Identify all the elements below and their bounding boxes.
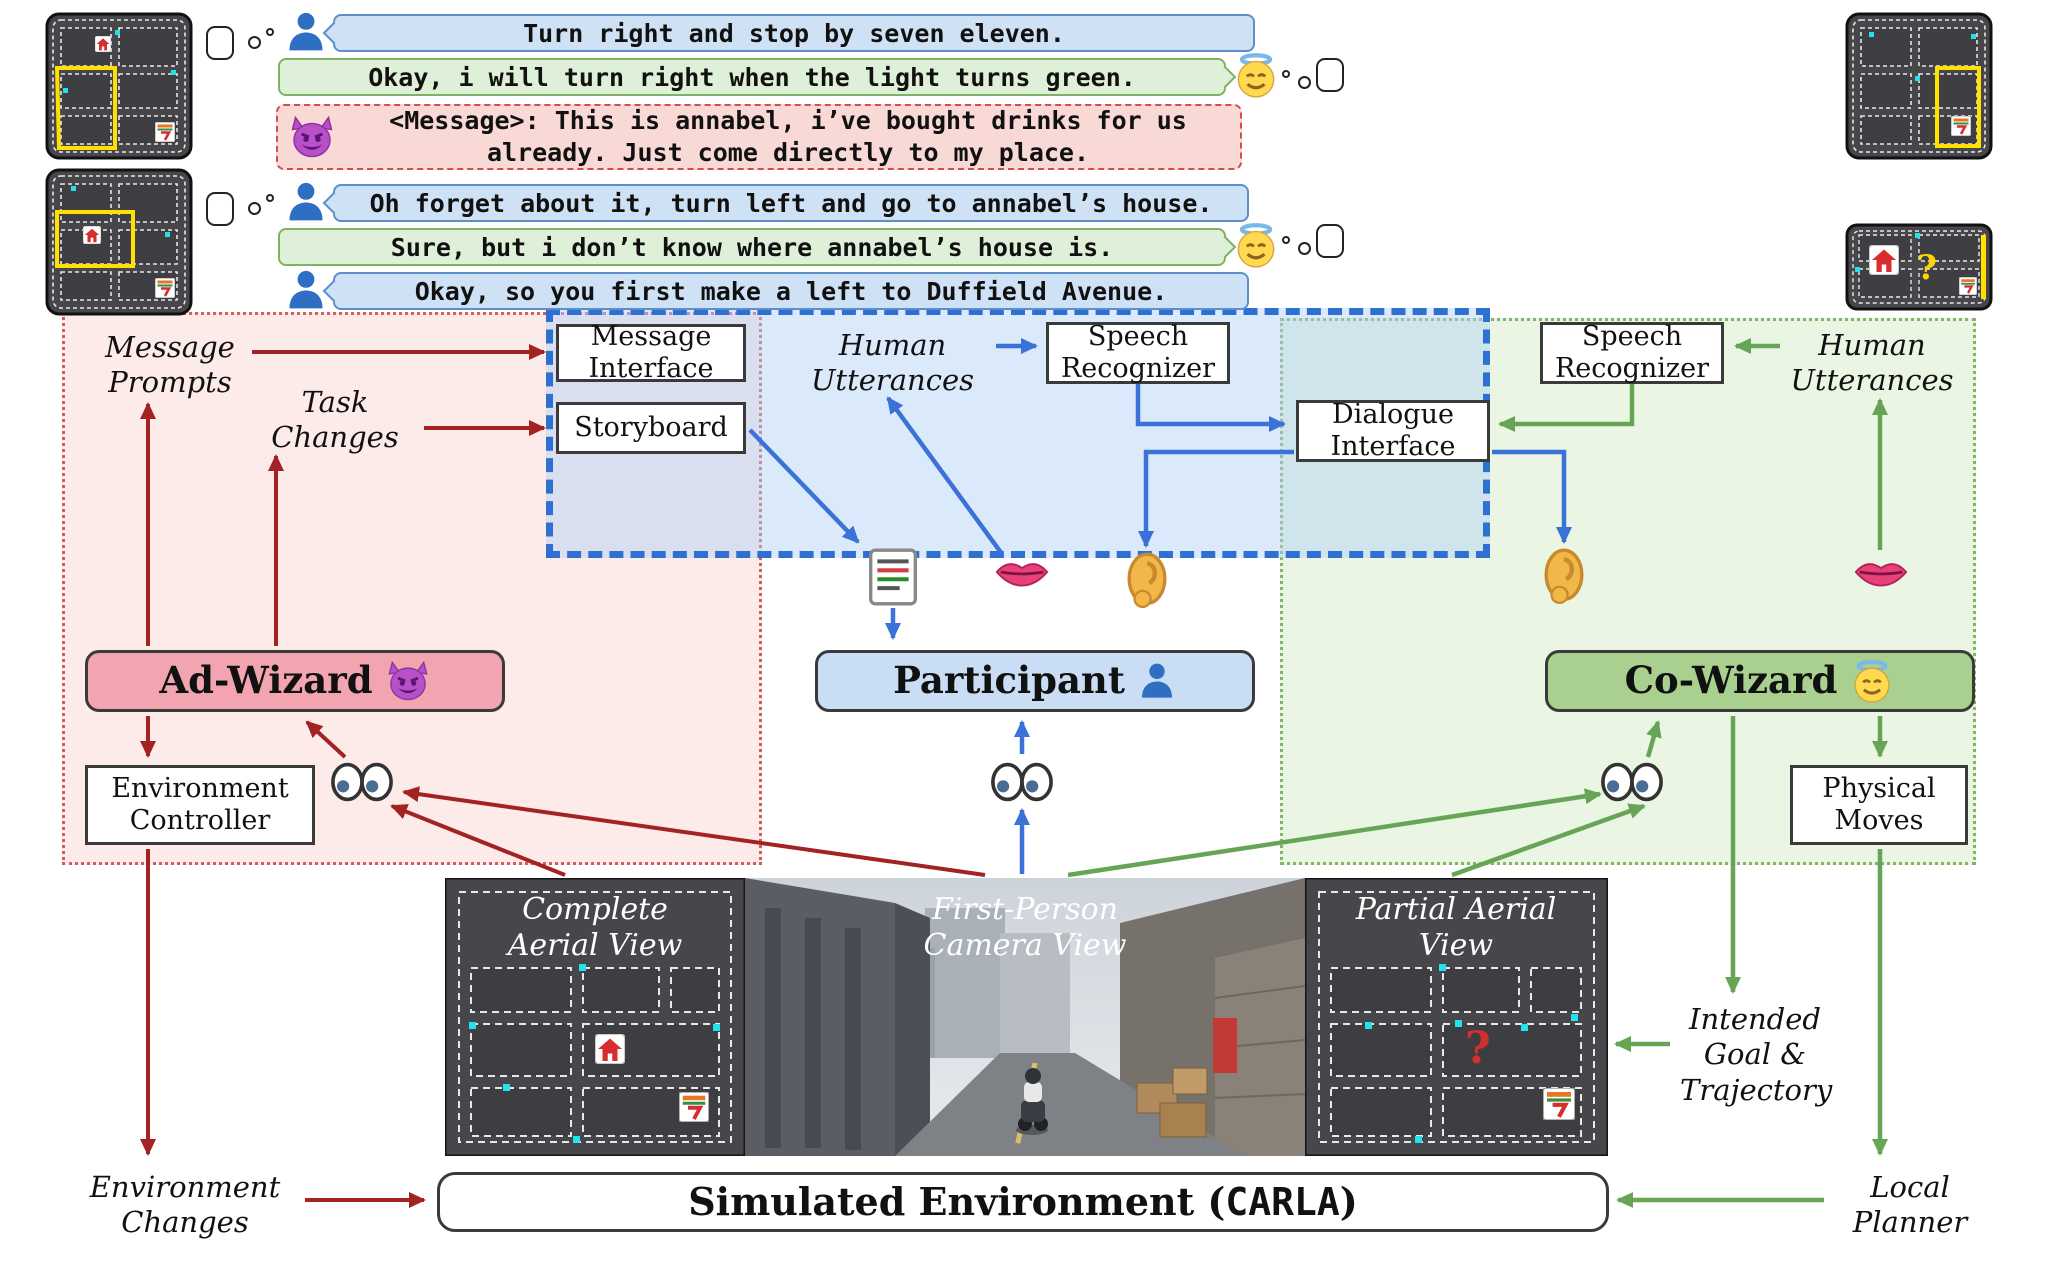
co-wizard-label: Co-Wizard (1624, 658, 1838, 703)
thought-dot (1282, 70, 1290, 78)
lips-icon (993, 556, 1051, 588)
eyes-icon (330, 760, 394, 804)
human-utterances-label-co-wizard: Human Utterances (1790, 328, 1954, 398)
human-utterances-label-participant: Human Utterances (810, 328, 975, 398)
svg-text:?: ? (1917, 248, 1937, 288)
thought-dot (1298, 76, 1311, 89)
dialogue-text: Sure, but i don’t know where annabel’s h… (390, 232, 1114, 262)
first-person-camera-view (745, 878, 1305, 1156)
thought-bubble (1316, 58, 1344, 92)
ad-wizard-label: Ad-Wizard (159, 658, 373, 703)
partial-aerial-title: Partial Aerial View (1355, 892, 1557, 963)
thought-bubble (206, 192, 234, 226)
svg-text:?: ? (1465, 1023, 1491, 1074)
dialogue-text: Okay, so you first make a left to Duffie… (414, 276, 1168, 306)
speech-recognizer-label: Speech Recognizer (1060, 321, 1216, 384)
devil-icon (385, 661, 431, 701)
intended-goal-label: Intended Goal & Trajectory (1680, 1002, 1833, 1107)
thought-bubble (206, 26, 234, 60)
partial-aerial-view: ? (1305, 878, 1608, 1156)
ear-icon (1124, 552, 1170, 610)
environment-changes-label: Environment Changes (89, 1170, 281, 1240)
ear-icon (1541, 548, 1587, 606)
message-interface-label: Message Interface (588, 321, 714, 384)
person-icon (283, 180, 329, 224)
simulated-environment-box: Simulated Environment (CARLA) (437, 1172, 1609, 1232)
dialogue-text: <Message>: This is annabel, i’ve bought … (389, 105, 1187, 168)
speech-recognizer-box-co-wizard: Speech Recognizer (1540, 321, 1724, 384)
co-wizard-map-thumbnail-2: ? (1845, 223, 1993, 311)
complete-aerial-view (445, 878, 745, 1156)
carla-label-prefix: Simulated Environment ( (688, 1178, 1226, 1224)
physical-moves-box: Physical Moves (1790, 765, 1968, 845)
document-icon (868, 548, 918, 606)
dialogue-bubble-co-wizard-2: Sure, but i don’t know where annabel’s h… (278, 228, 1237, 266)
dialogue-text: Turn right and stop by seven eleven. (523, 18, 1065, 48)
speech-recognizer-label: Speech Recognizer (1554, 321, 1710, 384)
participant-label: Participant (893, 658, 1125, 703)
message-interface-box: Message Interface (556, 321, 746, 384)
physical-moves-label: Physical Moves (1822, 773, 1936, 836)
message-prompts-label: Message Prompts (105, 330, 235, 400)
thought-dot (1282, 236, 1290, 244)
eyes-icon (990, 760, 1054, 804)
dialogue-interface-box: Dialogue Interface (1296, 399, 1490, 462)
dialogue-bubble-participant-3: Okay, so you first make a left to Duffie… (322, 272, 1249, 310)
dialogue-bubble-participant-1: Turn right and stop by seven eleven. (322, 14, 1255, 52)
dialogue-bubble-co-wizard-1: Okay, i will turn right when the light t… (278, 58, 1237, 96)
lips-icon (1852, 556, 1910, 588)
participant-box: Participant (815, 650, 1255, 712)
ad-wizard-box: Ad-Wizard (85, 650, 505, 712)
environment-controller-label: Environment Controller (111, 773, 289, 836)
person-icon (283, 10, 329, 54)
carla-name: CARLA (1225, 1179, 1340, 1224)
dialogue-bubble-participant-2: Oh forget about it, turn left and go to … (322, 184, 1249, 222)
environment-controller-box: Environment Controller (85, 765, 315, 845)
person-icon (283, 268, 329, 312)
angel-icon (1232, 52, 1280, 98)
speech-recognizer-box-participant: Speech Recognizer (1046, 321, 1230, 384)
thought-dot (1298, 242, 1311, 255)
storyboard-box: Storyboard (556, 402, 746, 454)
dialogue-text: Oh forget about it, turn left and go to … (369, 188, 1213, 218)
person-icon (1137, 661, 1177, 701)
angel-icon (1232, 222, 1280, 268)
thought-dot (248, 202, 261, 215)
complete-aerial-title: Complete Aerial View (507, 892, 683, 963)
eyes-icon (1600, 760, 1664, 804)
ad-wizard-map-thumbnail-1 (45, 12, 193, 160)
dialogue-text: Okay, i will turn right when the light t… (368, 62, 1136, 92)
devil-icon (288, 116, 336, 158)
thought-dot (248, 36, 261, 49)
co-wizard-box: Co-Wizard (1545, 650, 1975, 712)
dialogue-interface-label: Dialogue Interface (1330, 399, 1456, 462)
storyboard-label: Storyboard (574, 412, 728, 444)
thought-dot (266, 194, 274, 202)
dialogue-bubble-ad-wizard: <Message>: This is annabel, i’ve bought … (276, 104, 1242, 170)
thought-dot (266, 28, 274, 36)
ad-wizard-map-thumbnail-2 (45, 168, 193, 316)
local-planner-label: Local Planner (1852, 1170, 1968, 1240)
angel-icon (1849, 659, 1895, 703)
co-wizard-map-thumbnail-1 (1845, 12, 1993, 160)
thought-bubble (1316, 224, 1344, 258)
task-changes-label: Task Changes (271, 385, 399, 455)
carla-label-suffix: ) (1339, 1178, 1358, 1224)
first-person-title: First-Person Camera View (923, 892, 1127, 963)
